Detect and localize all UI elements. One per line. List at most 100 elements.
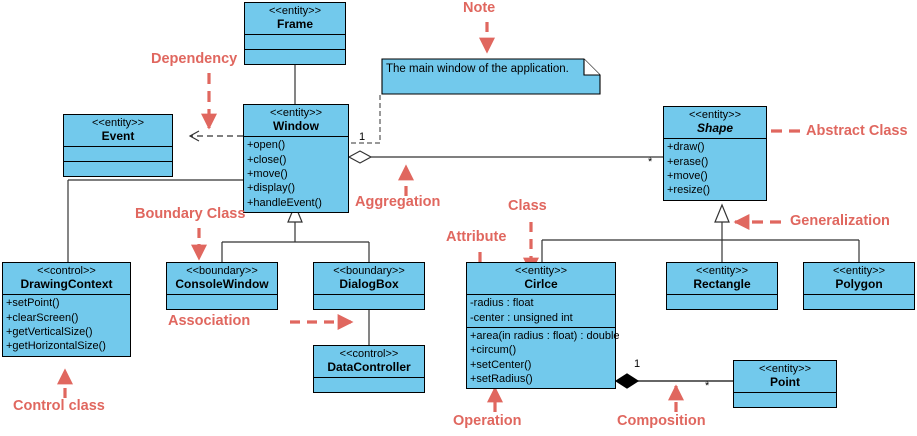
annotation-dependency: Dependency xyxy=(151,51,238,67)
class-stereotype: <<control>> xyxy=(37,265,96,277)
class-header-window: <<entity>> Window xyxy=(244,105,348,138)
attribute-item: -center : unsigned int xyxy=(470,311,573,324)
class-box-polygon[interactable]: <<entity>> Polygon xyxy=(803,262,915,311)
class-operations-compartment: +area(in radius : float) : double +circu… xyxy=(467,328,620,388)
note-box[interactable]: The main window of the application. xyxy=(383,60,599,94)
operation-item: +move() xyxy=(247,168,288,181)
class-attributes-compartment: -radius : float -center : unsigned int xyxy=(467,295,615,329)
operation-item: +erase() xyxy=(667,155,709,168)
operation-item: +setCenter() xyxy=(470,358,532,371)
class-header-shape: <<entity>> Shape xyxy=(664,107,766,140)
class-header-circle: <<entity>> Cirlce xyxy=(467,263,615,296)
class-box-datacontroller[interactable]: <<control>> DataController xyxy=(313,345,425,394)
annotation-composition: Composition xyxy=(617,413,706,429)
class-name: Window xyxy=(273,118,319,133)
class-name: Polygon xyxy=(835,276,883,291)
class-header-consolewindow: <<boundary>> ConsoleWindow xyxy=(167,263,277,296)
multiplicity-window-shape-target: * xyxy=(648,156,653,168)
class-stereotype: <<control>> xyxy=(339,348,399,360)
class-attributes-compartment xyxy=(314,378,424,392)
class-operations-compartment: +open() +close() +move() +display() +han… xyxy=(244,137,348,211)
annotation-note: Note xyxy=(463,0,496,16)
class-header-rectangle: <<entity>> Rectangle xyxy=(667,263,777,296)
class-name: DrawingContext xyxy=(20,276,113,291)
class-header-frame: <<entity>> Frame xyxy=(245,3,345,36)
annotation-aggregation: Aggregation xyxy=(355,194,441,210)
class-header-polygon: <<entity>> Polygon xyxy=(804,263,914,296)
operation-item: +close() xyxy=(247,153,287,166)
operation-item: +getVerticalSize() xyxy=(6,326,93,339)
class-box-point[interactable]: <<entity>> Point xyxy=(733,360,837,409)
class-attributes-compartment xyxy=(64,147,172,163)
class-stereotype: <<entity>> xyxy=(92,117,144,129)
class-operations-compartment xyxy=(245,50,345,64)
annotation-association: Association xyxy=(168,313,251,329)
operation-item: +getHorizontalSize() xyxy=(6,340,106,353)
class-box-dialogbox[interactable]: <<boundary>> DialogBox xyxy=(313,262,425,311)
class-box-shape[interactable]: <<entity>> Shape +draw() +erase() +move(… xyxy=(663,106,767,201)
class-stereotype: <<entity>> xyxy=(759,363,811,375)
class-name: Point xyxy=(770,374,800,389)
class-stereotype: <<entity>> xyxy=(270,107,322,119)
multiplicity-circle-point-source: 1 xyxy=(634,358,641,370)
class-box-window[interactable]: <<entity>> Window +open() +close() +move… xyxy=(243,104,349,213)
operation-item: +clearScreen() xyxy=(6,311,79,324)
class-stereotype: <<entity>> xyxy=(515,265,567,277)
operation-item: +open() xyxy=(247,139,286,152)
class-box-rectangle[interactable]: <<entity>> Rectangle xyxy=(666,262,778,311)
class-name: Event xyxy=(101,128,135,143)
class-header-point: <<entity>> Point xyxy=(734,361,836,394)
annotation-attribute: Attribute xyxy=(446,229,507,245)
association-window-drawingcontext xyxy=(67,179,243,262)
class-attributes-compartment xyxy=(167,295,277,309)
class-stereotype: <<boundary>> xyxy=(186,265,258,277)
multiplicity-window-shape-source: 1 xyxy=(359,131,366,143)
class-box-event[interactable]: <<entity>> Event xyxy=(63,114,173,178)
annotation-abstract-class: Abstract Class xyxy=(806,123,908,139)
note-text: The main window of the application. xyxy=(386,63,569,75)
class-operations-compartment: +draw() +erase() +move() +resize() xyxy=(664,139,766,199)
dependency-window-event xyxy=(188,130,243,142)
generalization-shape-subclasses xyxy=(541,203,860,262)
operation-item: +draw() xyxy=(667,141,705,154)
class-header-datacontroller: <<control>> DataController xyxy=(314,346,424,379)
class-box-drawingcontext[interactable]: <<control>> DrawingContext +setPoint() +… xyxy=(2,262,131,357)
operation-item: +area(in radius : float) : double xyxy=(470,330,620,343)
operation-item: +handleEvent() xyxy=(247,196,322,209)
annotation-control-class: Control class xyxy=(13,398,105,414)
operation-item: +resize() xyxy=(667,184,711,197)
class-attributes-compartment xyxy=(734,393,836,407)
class-header-dialogbox: <<boundary>> DialogBox xyxy=(314,263,424,296)
class-attributes-compartment xyxy=(804,295,914,309)
class-box-consolewindow[interactable]: <<boundary>> ConsoleWindow xyxy=(166,262,278,311)
class-box-circle[interactable]: <<entity>> Cirlce -radius : float -cente… xyxy=(466,262,620,390)
class-name: Cirlce xyxy=(524,276,558,291)
class-operations-compartment: +setPoint() +clearScreen() +getVerticalS… xyxy=(3,295,130,355)
class-name: DataController xyxy=(327,359,411,374)
attribute-item: -radius : float xyxy=(470,297,534,310)
class-name: Rectangle xyxy=(693,276,751,291)
class-header-event: <<entity>> Event xyxy=(64,115,172,148)
class-box-frame[interactable]: <<entity>> Frame xyxy=(244,2,346,66)
multiplicity-circle-point-target: * xyxy=(705,380,710,392)
class-stereotype: <<entity>> xyxy=(696,265,748,277)
class-stereotype: <<entity>> xyxy=(833,265,885,277)
operation-item: +circum() xyxy=(470,344,517,357)
class-stereotype: <<entity>> xyxy=(689,109,741,121)
class-name: ConsoleWindow xyxy=(175,276,269,291)
class-name: DialogBox xyxy=(339,276,399,291)
class-name: Shape xyxy=(696,120,733,135)
annotation-class: Class xyxy=(508,198,547,214)
operation-item: +move() xyxy=(667,170,708,183)
operation-item: +display() xyxy=(247,182,295,195)
operation-item: +setPoint() xyxy=(6,297,60,310)
class-stereotype: <<boundary>> xyxy=(333,265,405,277)
class-operations-compartment xyxy=(64,162,172,176)
aggregation-window-shape xyxy=(347,150,663,164)
class-stereotype: <<entity>> xyxy=(269,5,321,17)
generalization-window-boundaries xyxy=(221,203,370,262)
class-attributes-compartment xyxy=(314,295,424,309)
class-attributes-compartment xyxy=(667,295,777,309)
note-folded-corner xyxy=(381,58,601,95)
